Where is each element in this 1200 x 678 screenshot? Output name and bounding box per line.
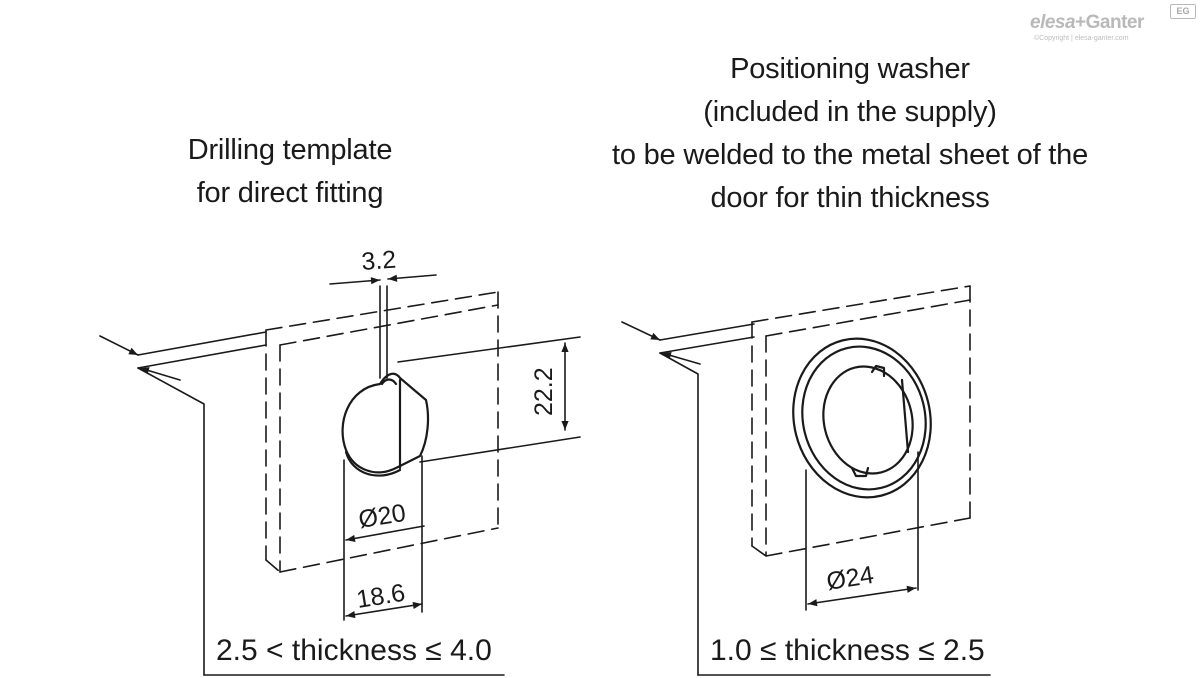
logo-wordmark: elesa+Ganter [1030, 12, 1144, 34]
left-thickness-arrow-bottom [139, 367, 181, 381]
right-caption: Positioning washer (included in the supp… [560, 48, 1140, 220]
left-caption-line: Drilling template [187, 134, 393, 166]
left-height-ext-bottom [419, 436, 581, 463]
right-caption-line: to be welded to the metal sheet of the [611, 139, 1089, 171]
logo-brand-right: Ganter [1085, 12, 1145, 33]
left-slot-dim-arrow-left [329, 277, 381, 285]
logo-brand-left: elesa [1030, 12, 1076, 33]
right-door-plate [751, 285, 971, 557]
right-thickness-arrow-top [621, 321, 661, 341]
left-view [99, 274, 581, 676]
left-caption: Drilling template for direct fitting [140, 129, 440, 215]
left-sheet-edge [137, 331, 505, 676]
left-diameter-dim-arrow [345, 525, 425, 542]
logo-copyright: ©Copyright | elesa-ganter.com [1034, 35, 1129, 42]
right-sheet-edge [659, 323, 991, 676]
right-positioning-washer [792, 337, 932, 499]
right-caption-line: door for thin thickness [710, 182, 990, 214]
left-height-dim-label: 22.2 [530, 367, 558, 416]
left-slot-dim-arrow-right [387, 274, 437, 282]
left-height-ext-top [397, 336, 581, 363]
logo-brand-separator: + [1075, 12, 1086, 33]
left-flat-dim-arrow [345, 601, 423, 619]
left-slot-dim-label: 3.2 [360, 246, 397, 276]
right-thickness-range: 1.0 ≤ thickness ≤ 2.5 [710, 634, 985, 667]
left-door-plate [265, 291, 499, 573]
right-view [621, 285, 991, 676]
left-thickness-arrow-top [99, 335, 139, 356]
right-diameter-dim-arrow [807, 585, 917, 607]
right-caption-line: (included in the supply) [703, 96, 997, 128]
right-diameter-dim-label: Ø24 [825, 561, 876, 596]
left-flat-dim-label: 18.6 [355, 579, 407, 614]
logo-badge: EG [1170, 4, 1196, 19]
right-thickness-arrow-bottom [661, 352, 701, 365]
right-caption-line: Positioning washer [730, 53, 970, 85]
left-diameter-dim-label: Ø20 [357, 499, 408, 534]
left-fitting-hole [341, 372, 430, 477]
elesa-ganter-logo: elesa+Ganter EG ©Copyright | elesa-gante… [1030, 4, 1198, 48]
left-caption-line: for direct fitting [196, 177, 384, 209]
left-thickness-range: 2.5 < thickness ≤ 4.0 [216, 634, 492, 667]
